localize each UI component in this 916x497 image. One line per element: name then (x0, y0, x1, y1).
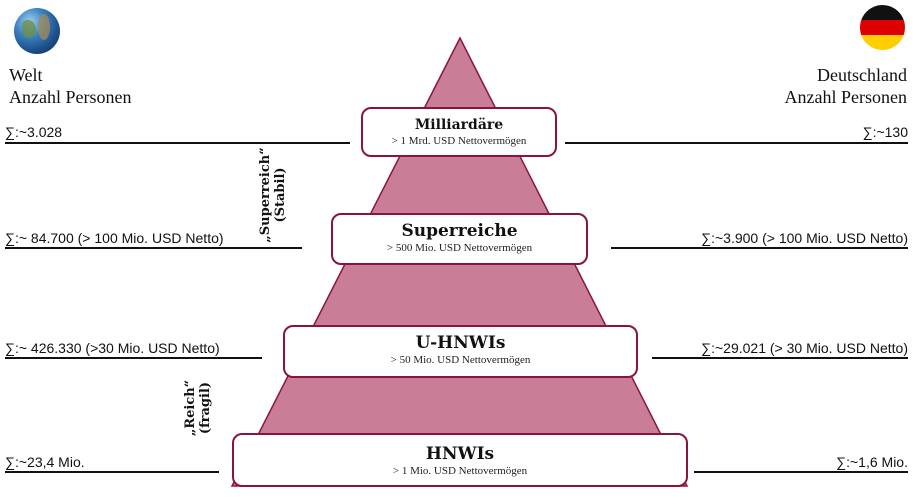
tier-subtitle: > 1 Mio. USD Nettovermögen (392, 465, 528, 477)
divider-line (5, 471, 219, 473)
germany-value-uhnwi: ∑:~29.021 (> 30 Mio. USD Netto) (701, 340, 908, 356)
globe-icon (14, 8, 60, 54)
world-value-billionaires: ∑:~3.028 (5, 124, 63, 140)
tier-subtitle: > 1 Mrd. USD Nettovermögen (391, 135, 527, 147)
german-flag-icon (860, 5, 905, 50)
tier-subtitle: > 500 Mio. USD Nettovermögen (386, 242, 533, 254)
world-value-hnwi: ∑:~23,4 Mio. (5, 454, 85, 470)
tier-billionaires: Milliardäre > 1 Mrd. USD Nettovermögen (361, 107, 557, 157)
world-subtitle: Anzahl Personen (9, 87, 132, 107)
divider-line (611, 247, 908, 249)
world-value-uhnwi: ∑:~ 426.330 (>30 Mio. USD Netto) (5, 340, 220, 356)
divider-line (5, 142, 350, 144)
tier-subtitle: > 50 Mio. USD Nettovermögen (390, 354, 531, 366)
divider-line (5, 247, 302, 249)
tier-title: HNWIs (425, 444, 495, 464)
group-label-reich: „Reich“ (fragil) (183, 368, 217, 448)
group-label: „Superreich“ (258, 147, 273, 243)
tier-superrich: Superreiche > 500 Mio. USD Nettovermögen (331, 213, 588, 265)
germany-value-superrich: ∑:~3.900 (> 100 Mio. USD Netto) (701, 230, 908, 246)
group-note: (fragil) (198, 381, 213, 435)
tier-title: Milliardäre (414, 117, 504, 133)
germany-title: Deutschland (817, 65, 907, 85)
divider-line (5, 357, 262, 359)
germany-value-hnwi: ∑:~1,6 Mio. (836, 454, 908, 470)
world-title: Welt (9, 65, 43, 85)
tier-title: Superreiche (401, 221, 518, 241)
germany-value-billionaires: ∑:~130 (862, 124, 908, 140)
group-note: (Stabil) (273, 167, 288, 223)
group-label-superreich: „Superreich“ (Stabil) (258, 145, 292, 245)
tier-title: U-HNWIs (415, 333, 506, 353)
divider-line (652, 357, 908, 359)
group-label: „Reich“ (183, 379, 198, 437)
world-value-superrich: ∑:~ 84.700 (> 100 Mio. USD Netto) (5, 230, 224, 246)
tier-hnwi: HNWIs > 1 Mio. USD Nettovermögen (232, 433, 688, 487)
divider-line (694, 471, 908, 473)
divider-line (565, 142, 908, 144)
tier-uhnwi: U-HNWIs > 50 Mio. USD Nettovermögen (283, 325, 638, 378)
germany-subtitle: Anzahl Personen (784, 87, 907, 107)
